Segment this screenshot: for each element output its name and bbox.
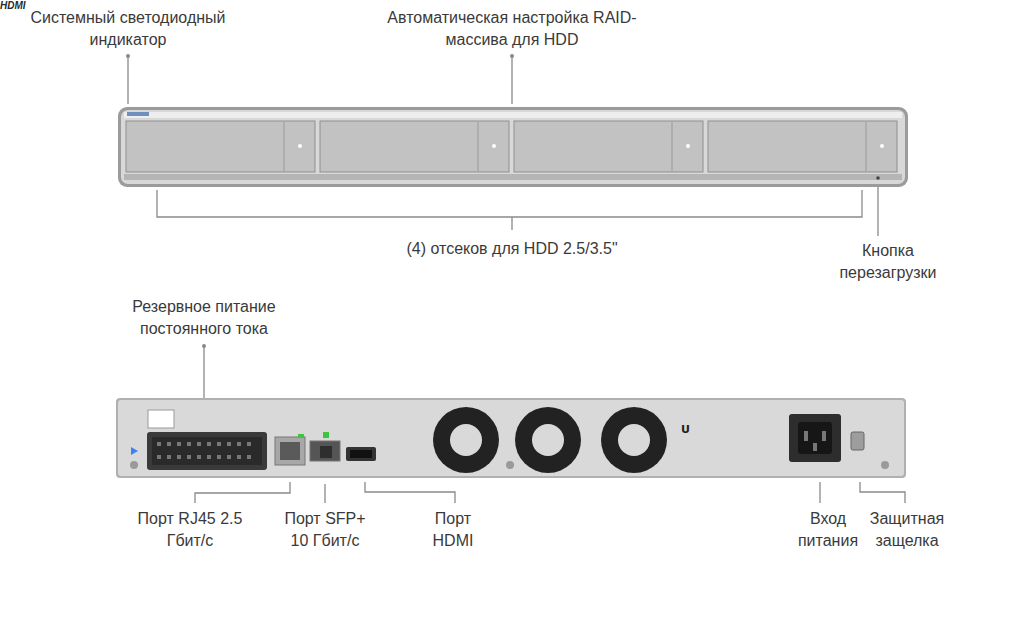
callout-label: (4) отсеков для HDD 2.5/3.5" [362,238,662,260]
callout-label: Защитная защелка [857,508,957,552]
callout-label: Резервное питание постоянного тока [109,296,299,340]
callout-label: Порт HDMI [413,508,493,552]
callout-label: Системный светодиодный индикатор [18,7,238,51]
callout-label: Автоматическая настройка RAID-массива дл… [387,7,637,51]
callout-label: Кнопка перезагрузки [823,240,953,284]
callout-label: Порт SFP+ 10 Гбит/с [280,508,370,552]
callout-label: Порт RJ45 2.5 Гбит/с [135,508,245,552]
callout-label: Вход питания [793,508,863,552]
svg-text:U: U [681,423,690,436]
